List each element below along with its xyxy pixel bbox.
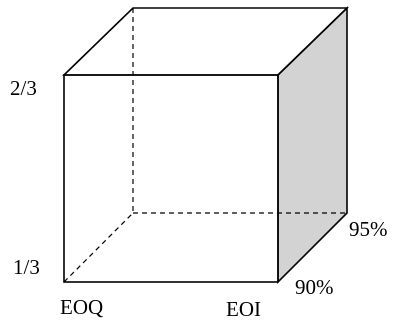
label-bottom-front-left: EOQ: [60, 295, 103, 319]
hidden-left-depth-edge: [63, 212, 134, 283]
label-depth-back: 95%: [349, 217, 388, 241]
label-depth-front: 90%: [295, 275, 334, 299]
right-face-outline: [277, 6, 348, 284]
label-bottom-left: 1/3: [13, 255, 40, 279]
shaded-right-face: [278, 8, 347, 282]
label-top-left: 2/3: [10, 76, 37, 100]
label-bottom-front-right: EOI: [226, 297, 261, 321]
front-face: [63, 74, 279, 283]
